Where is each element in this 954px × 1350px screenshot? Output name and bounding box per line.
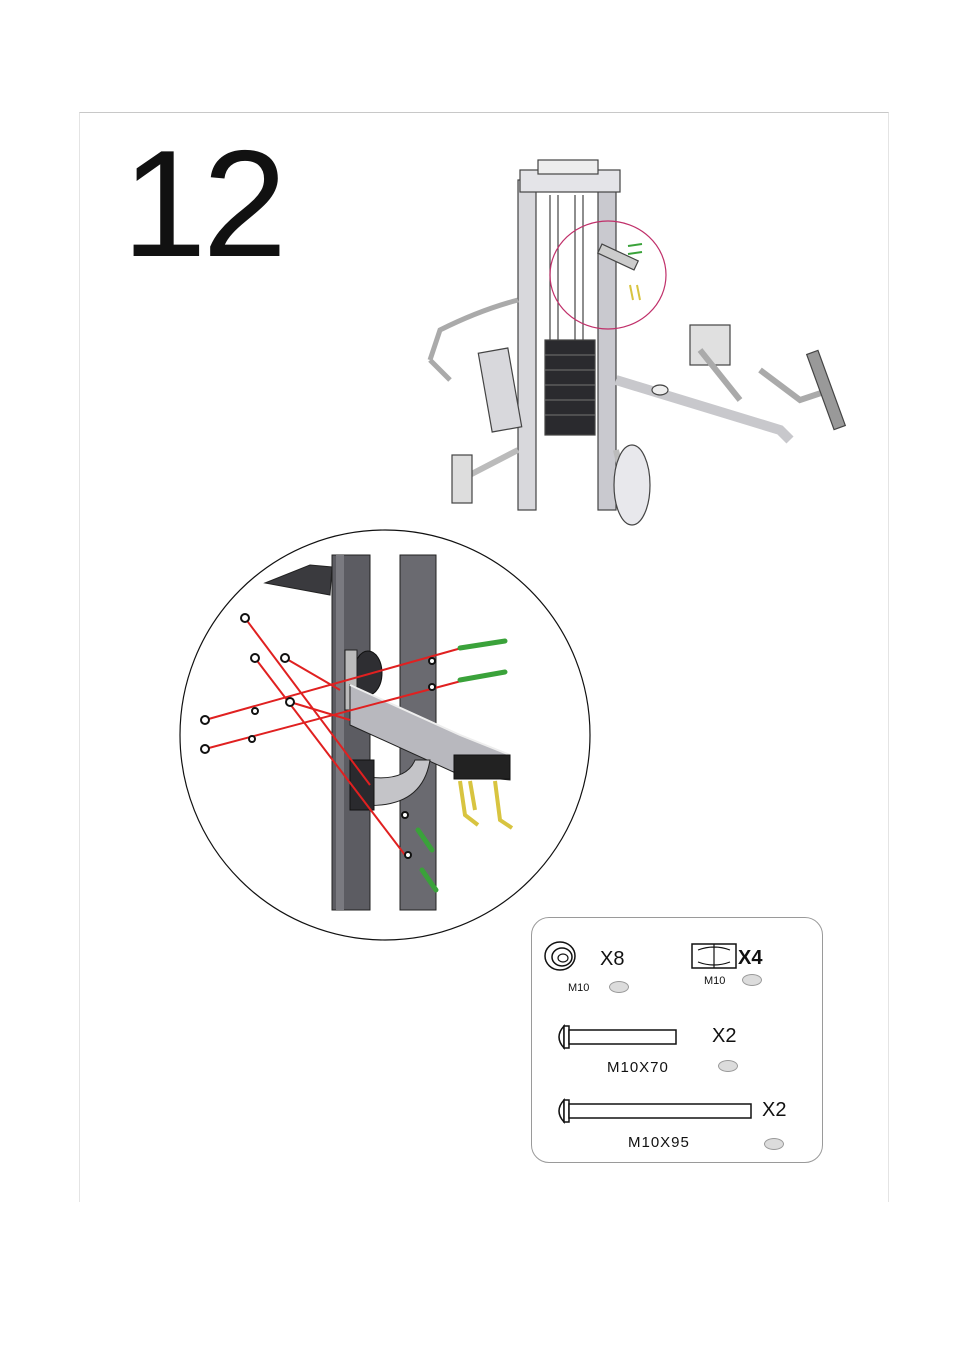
bolt-long-size: M10X95 (628, 1134, 690, 1151)
bolt-short-size: M10X70 (607, 1059, 669, 1076)
washer-check-dot (609, 981, 629, 993)
washer-icon (542, 938, 578, 974)
bolt-short-qty: X2 (712, 1025, 736, 1048)
bolt-icon (552, 1096, 757, 1126)
nut-qty: X4 (738, 947, 762, 970)
machine-overview-illustration (400, 150, 870, 535)
nut-size: M10 (704, 975, 725, 987)
bolt-long-qty: X2 (762, 1099, 786, 1122)
bolt-icon (552, 1022, 682, 1052)
step-number: 12 (122, 128, 283, 280)
nut-icon (690, 942, 738, 970)
nut-check-dot (742, 974, 762, 986)
bolt-short-check-dot (718, 1060, 738, 1072)
assembly-detail-illustration (160, 525, 610, 945)
bolt-long-check-dot (764, 1138, 784, 1150)
hardware-list: X8 M10 X4 M10 X2 M10X70 X2 M10X95 (531, 917, 823, 1163)
washer-qty: X8 (600, 948, 624, 971)
washer-size: M10 (568, 982, 589, 994)
